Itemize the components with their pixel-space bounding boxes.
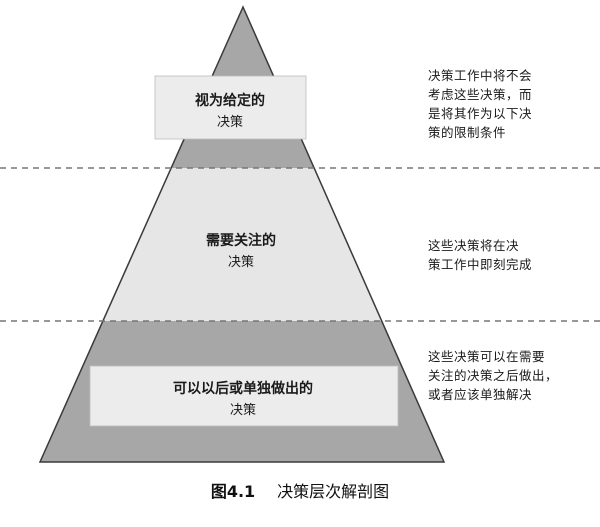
- note-line: 策工作中即刻完成: [428, 257, 533, 272]
- note-line: 这些决策可以在需要: [428, 349, 546, 364]
- note-line: 考虑这些决策，而: [428, 87, 533, 102]
- middle-layer-label-line1: 需要关注的: [206, 232, 276, 249]
- middle-layer-note: 这些决策将在决 策工作中即刻完成: [428, 236, 532, 274]
- note-line: 是将其作为以下决: [428, 106, 533, 121]
- note-line: 或者应该单独解决: [428, 387, 533, 402]
- figure-caption: 图4.1 决策层次解剖图: [0, 478, 600, 502]
- bottom-layer-label-line1: 可以以后或单独做出的: [173, 380, 313, 397]
- note-line: 关注的决策之后做出，: [428, 368, 559, 383]
- top-layer-label-box: [154, 75, 307, 140]
- note-line: 策的限制条件: [428, 125, 507, 140]
- pyramid-outline: [38, 5, 446, 463]
- note-line: 这些决策将在决: [428, 238, 520, 253]
- note-line: 决策工作中将不会: [428, 68, 533, 83]
- figure-title: 决策层次解剖图: [277, 482, 390, 501]
- bottom-layer-label-line2: 决策: [230, 402, 256, 418]
- bottom-layer-note: 这些决策可以在需要 关注的决策之后做出， 或者应该单独解决: [428, 347, 558, 404]
- figure-number: 图4.1: [210, 482, 256, 501]
- bottom-layer-label-box: [89, 365, 399, 427]
- top-layer-label-line1: 视为给定的: [195, 92, 265, 109]
- middle-layer-label-line2: 决策: [228, 254, 254, 270]
- top-layer-note: 决策工作中将不会 考虑这些决策，而 是将其作为以下决 策的限制条件: [428, 66, 532, 142]
- top-layer-label-line2: 决策: [217, 114, 243, 130]
